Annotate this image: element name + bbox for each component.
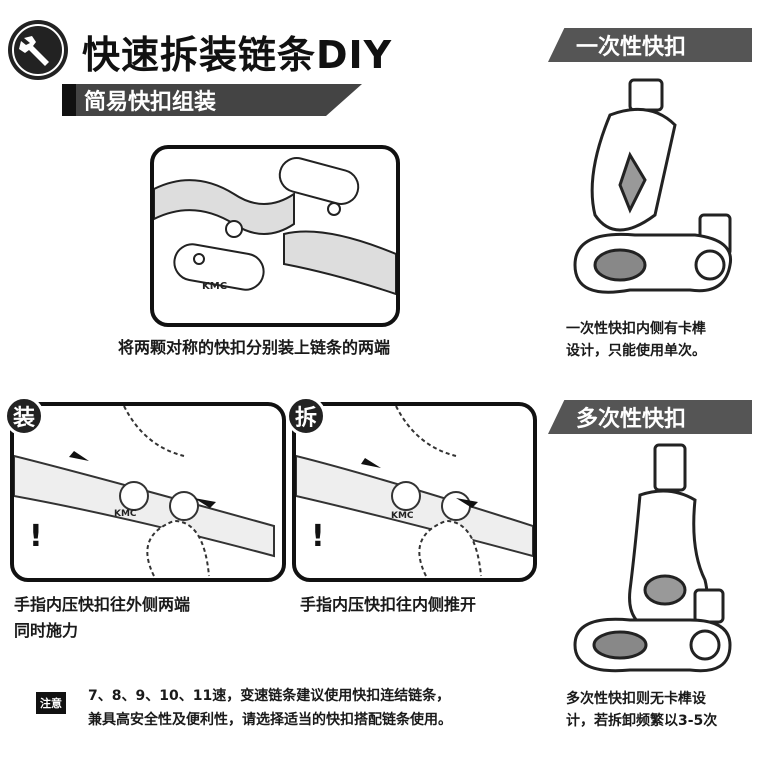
multi-use-caption-line: 多次性快扣则无卡榫设 <box>566 691 706 707</box>
note-badge: 注意 <box>36 692 66 714</box>
one-time-caption-line: 一次性快扣内侧有卡榫 <box>566 321 706 337</box>
remove-caption: 手指内压快扣往内侧推开 <box>300 595 477 614</box>
remove-badge: 拆 <box>286 396 326 436</box>
remove-illustration-panel: KMC ! <box>292 402 537 582</box>
assembly-illustration-panel: KMC <box>150 145 400 327</box>
kmc-label: KMC <box>391 511 414 521</box>
note-line: 兼具高安全性及便利性，请选择适当的快扣搭配链条使用。 <box>88 712 452 728</box>
one-time-link-banner: 一次性快扣 <box>548 28 752 62</box>
one-time-link-illustration <box>570 75 740 310</box>
chain-link-illustration: KMC <box>154 157 396 296</box>
multi-use-caption-line: 计，若拆卸频繁以3-5次 <box>566 713 718 729</box>
svg-text:!: ! <box>29 519 43 554</box>
kmc-label: KMC <box>114 509 137 519</box>
page-title: 快速拆装链条DIY <box>82 33 393 77</box>
wrench-icon <box>6 18 70 82</box>
install-caption-line: 同时施力 <box>14 621 79 640</box>
install-badge: 装 <box>4 396 44 436</box>
one-time-caption: 一次性快扣内侧有卡榫 设计，只能使用单次。 <box>566 318 706 362</box>
multi-use-link-illustration <box>570 440 740 680</box>
note-line: 7、8、9、10、11速，变速链条建议使用快扣连结链条， <box>88 688 451 704</box>
section-banner: 简易快扣组装 <box>62 84 362 116</box>
install-illustration-panel: KMC ! <box>10 402 286 582</box>
note-text: 7、8、9、10、11速，变速链条建议使用快扣连结链条， 兼具高安全性及便利性，… <box>88 684 452 732</box>
one-time-caption-line: 设计，只能使用单次。 <box>566 343 706 359</box>
install-caption: 手指内压快扣往外侧两端 同时施力 <box>14 592 190 644</box>
assembly-caption: 将两颗对称的快扣分别装上链条的两端 <box>118 338 391 357</box>
multi-use-link-banner: 多次性快扣 <box>548 400 752 434</box>
multi-use-caption: 多次性快扣则无卡榫设 计，若拆卸频繁以3-5次 <box>566 688 717 732</box>
kmc-label: KMC <box>202 281 227 292</box>
svg-text:!: ! <box>311 519 325 554</box>
install-caption-line: 手指内压快扣往外侧两端 <box>14 595 191 614</box>
